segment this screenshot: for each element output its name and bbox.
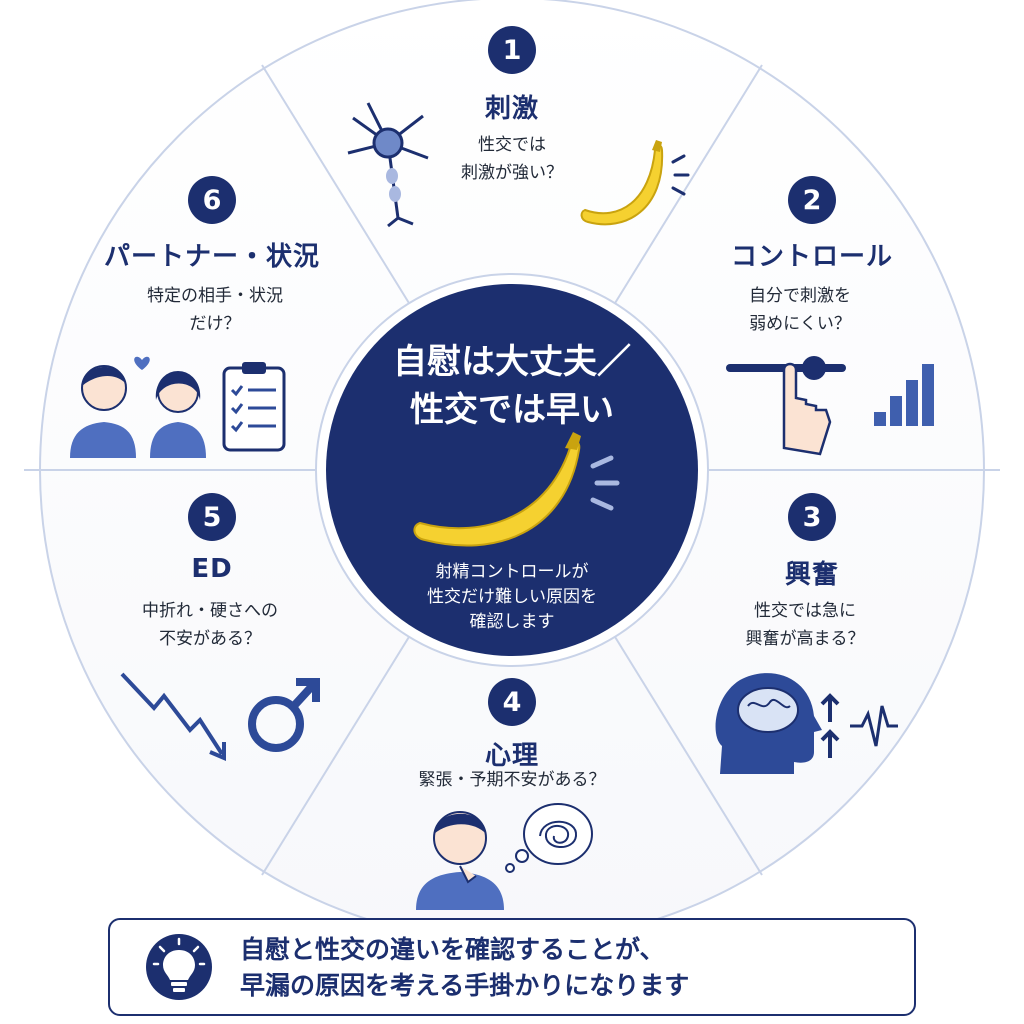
worried-person-icon: [416, 803, 593, 910]
segment-5-number: 5: [188, 493, 236, 541]
neuron-icon: [347, 102, 429, 228]
segment-1-number: 1: [488, 26, 536, 74]
slider-hand-icon: [726, 356, 934, 456]
center-circle: [326, 284, 698, 656]
segment-6-number: 6: [188, 176, 236, 224]
segment-6-description: 特定の相手・状況 だけ？: [147, 286, 283, 334]
segment-5-description: 中折れ・硬さへの 不安がある？: [142, 601, 278, 649]
segment-4-number: 4: [488, 678, 536, 726]
segment-2-description: 自分で刺激を 弱めにくい？: [749, 286, 851, 334]
segment-3-title: 興奮: [784, 560, 839, 590]
footer-text: 自慰と性交の違いを確認することが、 早漏の原因を考える手掛かりになります: [240, 935, 690, 1000]
center-title: 自慰は大丈夫／ 性交では早い: [393, 342, 631, 430]
segment-4-description: 緊張・予期不安がある？: [418, 770, 606, 790]
segment-3-number: 3: [788, 493, 836, 541]
segment-3-description: 性交では急に 興奮が高まる？: [745, 601, 865, 649]
brain-head-icon: [715, 673, 898, 774]
segment-1-description: 性交では 刺激が強い？: [461, 135, 563, 183]
center-description: 射精コントロールが 性交だけ難しい原因を 確認します: [427, 562, 597, 632]
segment-5-title: ED: [191, 554, 233, 584]
banana-icon-small: [580, 140, 690, 226]
banana-icon: [413, 432, 620, 547]
segment-4-title: 心理: [484, 741, 539, 771]
segment-6-title: パートナー・状況: [103, 242, 320, 272]
lightbulb-icon: [146, 934, 212, 1000]
decline-and-male-icon: [120, 672, 320, 762]
segment-1-title: 刺激: [484, 94, 539, 124]
footer-note: 自慰と性交の違いを確認することが、 早漏の原因を考える手掛かりになります: [108, 918, 916, 1016]
segment-2-number: 2: [788, 176, 836, 224]
segment-2-title: コントロール: [730, 242, 893, 272]
couple-and-checklist-icon: [70, 356, 286, 458]
